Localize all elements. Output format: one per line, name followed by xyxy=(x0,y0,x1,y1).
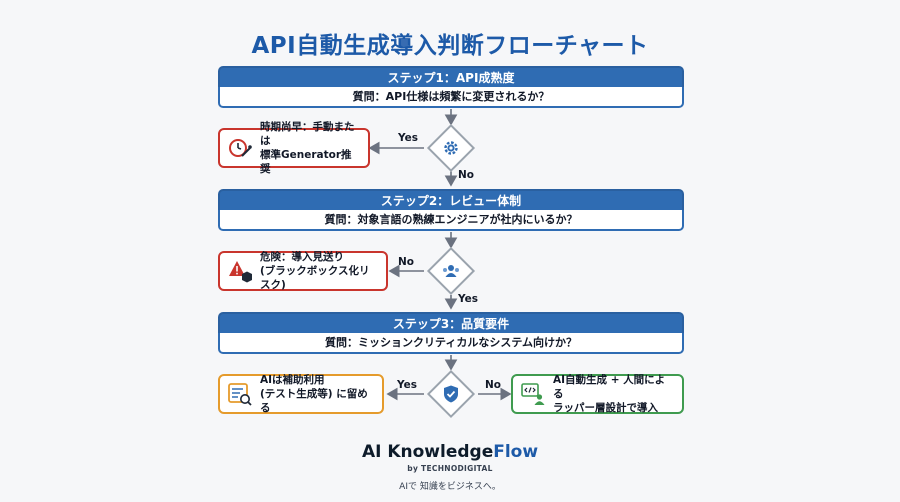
code-person-icon xyxy=(521,383,545,405)
outcome-assist-line2: (テスト生成等) に留める xyxy=(260,388,368,414)
outcome-adopt-line2: ラッパー層設計で導入 xyxy=(553,402,658,414)
footer-tagline: AIで 知識をビジネスへ。 xyxy=(399,482,501,492)
team-icon xyxy=(443,265,459,277)
footer-brand: AI KnowledgeFlow xyxy=(0,442,900,462)
outcome-premature-card: 時期尚早：手動または 標準Generator推奨 xyxy=(218,121,370,175)
step2-question: 質問：対象言語の熟練エンジニアが社内にいるか？ xyxy=(218,210,684,231)
clock-tools-icon xyxy=(229,139,252,157)
warning-box-icon xyxy=(229,261,252,283)
decision3-no-label: No xyxy=(485,379,502,391)
step1-box: ステップ1：API成熟度 質問：API仕様は頻繁に変更されるか？ xyxy=(218,66,684,108)
footer-brand-suffix: Flow xyxy=(493,442,539,462)
outcome-danger-card: 危険：導入見送り (ブラックボックス化リスク) xyxy=(218,251,388,291)
page-title: API自動生成導入判断フローチャート xyxy=(251,33,649,59)
decision3-yes-label: Yes xyxy=(397,379,418,391)
step3-box: ステップ3：品質要件 質問：ミッションクリティカルなシステム向けか？ xyxy=(218,312,684,354)
outcome-danger-text: 危険：導入見送り (ブラックボックス化リスク) xyxy=(260,250,378,292)
shield-check-icon xyxy=(444,385,458,403)
step3-header: ステップ3：品質要件 xyxy=(218,312,684,333)
gear-icon xyxy=(444,141,458,155)
decision2-no-label: No xyxy=(398,256,415,268)
footer-brand-prefix: AI Knowledge xyxy=(361,442,494,462)
step2-header: ステップ2：レビュー体制 xyxy=(218,189,684,210)
outcome-danger-line1: 危険：導入見送り xyxy=(260,251,344,263)
outcome-adopt-text: AI自動生成 + 人間による ラッパー層設計で導入 xyxy=(553,373,674,415)
footer-by: by TECHNODIGITAL xyxy=(407,464,493,473)
step3-question: 質問：ミッションクリティカルなシステム向けか？ xyxy=(218,333,684,354)
outcome-premature-text: 時期尚早：手動または 標準Generator推奨 xyxy=(260,120,360,176)
step1-header: ステップ1：API成熟度 xyxy=(218,66,684,87)
step2-box: ステップ2：レビュー体制 質問：対象言語の熟練エンジニアが社内にいるか？ xyxy=(218,189,684,231)
outcome-danger-line2: (ブラックボックス化リスク) xyxy=(260,265,370,291)
checklist-icon xyxy=(228,383,252,406)
outcome-premature-line1: 時期尚早：手動または xyxy=(260,121,355,147)
outcome-assist-card: AIは補助利用 (テスト生成等) に留める xyxy=(218,374,384,414)
step1-question: 質問：API仕様は頻繁に変更されるか？ xyxy=(218,87,684,108)
decision1-yes-label: Yes xyxy=(398,132,419,144)
outcome-adopt-line1: AI自動生成 + 人間による xyxy=(553,374,666,400)
outcome-assist-text: AIは補助利用 (テスト生成等) に留める xyxy=(260,373,374,415)
outcome-premature-line2: 標準Generator推奨 xyxy=(260,149,352,175)
decision2-yes-label: Yes xyxy=(458,293,479,305)
outcome-assist-line1: AIは補助利用 xyxy=(260,374,325,386)
decision1-no-label: No xyxy=(458,169,475,181)
outcome-adopt-card: AI自動生成 + 人間による ラッパー層設計で導入 xyxy=(511,374,684,414)
